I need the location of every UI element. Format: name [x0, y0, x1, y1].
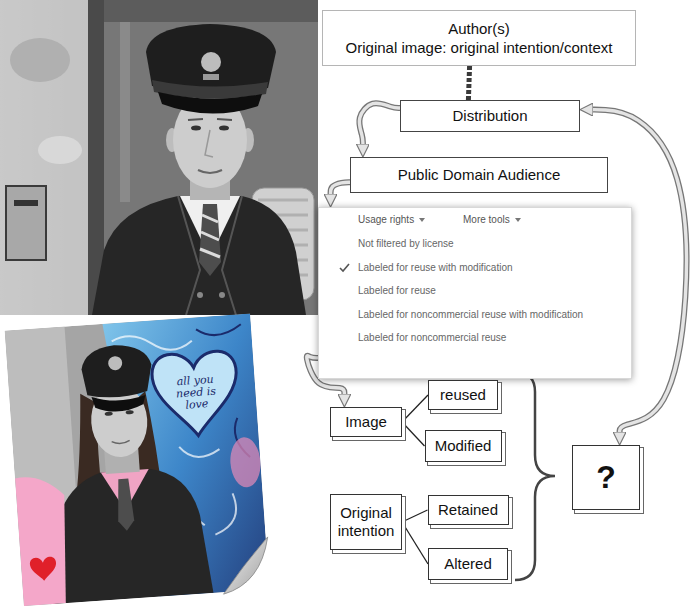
connector-group: [402, 510, 428, 522]
tie-stripes: [200, 215, 220, 257]
original-photo: [0, 0, 318, 315]
process-box: Distribution: [400, 100, 580, 132]
cap-badge: [108, 356, 123, 371]
eye: [126, 410, 134, 415]
branch-line: [402, 510, 428, 522]
eyebrows: [188, 119, 232, 120]
lintel: [104, 0, 318, 22]
item-label: Image: [345, 412, 387, 432]
menu-heading: More tools: [463, 208, 543, 232]
pink-sleeve: [15, 474, 72, 606]
modified-photo-content: [5, 314, 270, 606]
graffiti-text: all you need is love: [169, 373, 223, 413]
item-label: Original intention: [335, 504, 397, 540]
button: [219, 292, 225, 298]
flow-arrow-fill: [359, 103, 400, 144]
branch-line: [402, 422, 425, 446]
connector-group: [331, 182, 350, 194]
outcome-label: Retained: [438, 500, 498, 520]
question-box: ?: [572, 445, 640, 510]
menu-option: Labeled for noncommercial reuse: [319, 326, 631, 350]
tie: [115, 478, 135, 531]
connector-group: [402, 522, 428, 564]
cap-peak: [158, 92, 262, 114]
cap: [146, 24, 276, 93]
door-post: [120, 22, 130, 202]
check-mark: [340, 264, 349, 271]
mouth: [112, 440, 130, 444]
outcome-box: Retained: [428, 495, 509, 525]
usage-rights-menu: Usage rightsMore toolsNot filtered by li…: [318, 207, 632, 379]
connector-group: [402, 422, 425, 446]
wall: [0, 0, 90, 315]
wall-stain: [38, 136, 82, 164]
audience-label: Public Domain Audience: [398, 165, 561, 185]
tie: [199, 204, 221, 276]
flow-arrow: [331, 182, 350, 194]
photo-ground: [0, 0, 318, 315]
page-curl: [220, 537, 272, 594]
connector-group: [468, 66, 469, 100]
modified-photo: [5, 313, 272, 608]
lapels: [178, 196, 242, 315]
nose: [205, 130, 213, 157]
jacket: [41, 465, 214, 604]
process-label: Distribution: [452, 106, 527, 126]
cap-badge: [201, 52, 221, 72]
item-box: Original intention: [330, 494, 402, 550]
eye: [191, 126, 201, 131]
curly-brace: [515, 372, 555, 580]
branch-line: [402, 395, 428, 422]
outcome-box: Modified: [425, 430, 502, 462]
eye: [105, 411, 113, 416]
cap-peak: [91, 393, 146, 413]
cap: [80, 343, 153, 400]
connector-group: [359, 103, 400, 144]
menu-option: Labeled for reuse with modification: [319, 256, 631, 280]
photo-ground: [5, 314, 270, 606]
item-box: Image: [330, 407, 402, 437]
outcome-label: Altered: [444, 554, 492, 574]
source-box: Author(s)Original image: original intent…: [322, 10, 636, 66]
paint-splash: [229, 436, 262, 488]
red-heart: [30, 556, 58, 581]
outcome-box: reused: [428, 380, 498, 410]
graffiti-heart: [151, 350, 241, 439]
branch-line: [402, 522, 428, 564]
menu-heading: Usage rights: [358, 208, 463, 232]
letter-slot: [14, 200, 38, 206]
chain-link: [468, 66, 469, 100]
menu-option: Not filtered by license: [319, 232, 631, 256]
flow-arrow-fill: [331, 182, 350, 194]
audience-box: Public Domain Audience: [350, 157, 608, 193]
eye: [219, 126, 229, 131]
cap-badge: [203, 74, 219, 80]
question-mark: ?: [596, 457, 616, 499]
outcome-box: Altered: [428, 548, 508, 580]
check-mark: [339, 262, 351, 274]
outcome-label: reused: [440, 385, 486, 405]
button: [197, 292, 203, 298]
jacket: [92, 196, 306, 315]
wall-stain: [10, 38, 70, 82]
connector-group: [402, 395, 428, 422]
curl-shadow: [220, 537, 272, 594]
menu-option: Labeled for reuse: [319, 279, 631, 303]
letter-box: [6, 186, 46, 260]
menu-option: Labeled for noncommercial reuse with mod…: [319, 303, 631, 327]
author-heading: Author(s): [448, 19, 510, 39]
mouth: [198, 170, 222, 173]
outcome-label: Modified: [435, 436, 492, 456]
source-text: Original image: original intention/conte…: [346, 38, 613, 58]
flow-arrow: [359, 103, 400, 144]
